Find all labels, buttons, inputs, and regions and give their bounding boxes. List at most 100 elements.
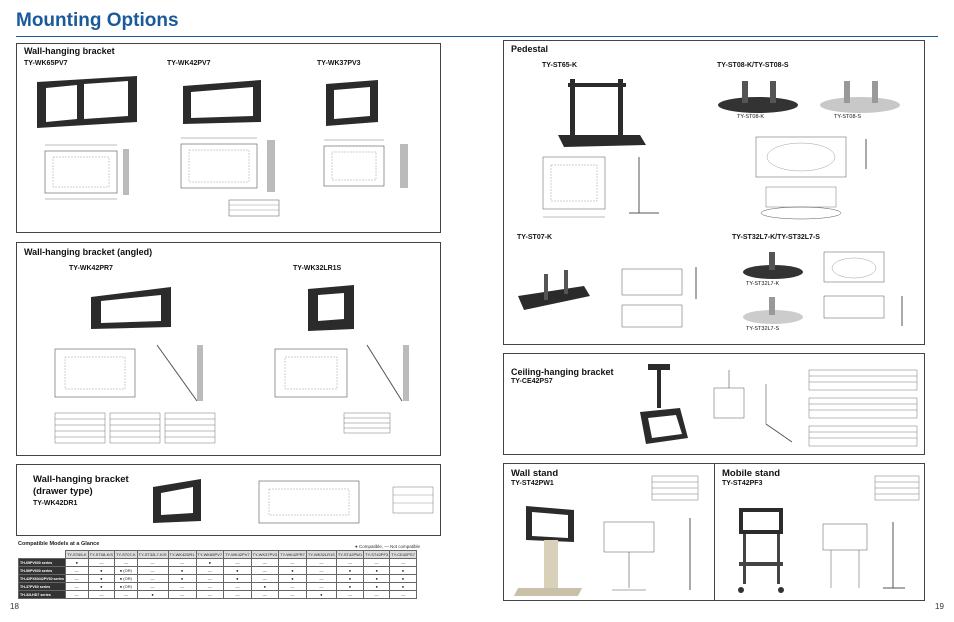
dimension-drawing — [713, 370, 793, 443]
spec-tables — [54, 412, 216, 444]
compat-cell: ● — [223, 566, 252, 575]
panel-title: Wall-hanging bracket (angled) — [24, 247, 153, 257]
compat-cell: — — [136, 582, 169, 591]
model-label: TY-WK37PV3 — [317, 60, 361, 67]
compat-grid: TY-ST65-K TY-ST08-K/S TY-ST07-K TY-ST32L… — [18, 550, 417, 599]
compat-cell: — — [136, 566, 169, 575]
bracket-photo-small — [326, 80, 378, 126]
compat-column-header: TY-WK37PV3 — [250, 550, 280, 559]
compat-cell: — — [278, 558, 307, 567]
compat-cell: ● — [335, 582, 365, 591]
compat-cell: — — [223, 582, 252, 591]
compat-row: TH-37PV60 series — ● ● (OR) — — — — ● — … — [18, 582, 417, 591]
compat-cell: — — [87, 558, 116, 567]
compat-legend: ● Compatible, — Not compatible — [355, 544, 420, 549]
compat-cell: — — [167, 582, 197, 591]
compat-cell: — — [335, 590, 365, 599]
panel-ceiling-hanging-bracket: Ceiling-hanging bracket TY-CE42PS7 — [503, 353, 925, 455]
model-label: TY-WK42PV7 — [167, 60, 211, 67]
page-number-right: 19 — [935, 602, 944, 611]
compat-cell: — — [195, 590, 225, 599]
compat-cell: — — [64, 582, 89, 591]
compat-column-header: TY-CE42PS7 — [389, 550, 417, 559]
panel-title: Wall-hanging bracket — [24, 46, 115, 56]
model-label: TY-ST32L7-K/TY-ST32L7-S — [732, 234, 820, 241]
bracket-photo-drawer — [153, 479, 201, 523]
panel-title: Wall stand — [511, 468, 559, 479]
compat-cell: — — [87, 590, 116, 599]
model-label: TY-WK42DR1 — [33, 500, 78, 507]
compat-row: TH-42PX60/42PV60 series — ● ● (OR) — ● —… — [18, 574, 417, 583]
compat-row-label: TH-42PX60/42PV60 series — [18, 574, 66, 583]
compat-cell: — — [278, 590, 307, 599]
compat-cell: — — [64, 574, 89, 583]
dimension-drawing — [755, 136, 867, 220]
dimension-drawing — [323, 139, 408, 188]
compat-cell: — — [363, 590, 391, 599]
compat-cell: — — [114, 590, 138, 599]
dimension-drawing — [180, 137, 280, 217]
compat-cell: ● — [167, 566, 197, 575]
photo-caption: TY-ST32L7-K — [746, 281, 780, 287]
compat-cell: ● — [87, 582, 116, 591]
panel-wall-hanging-bracket-drawer: Wall-hanging bracket (drawer type) TY-WK… — [16, 464, 441, 536]
compat-column-header: TY-WK32LR1S — [305, 550, 337, 559]
compat-cell: ● — [87, 574, 116, 583]
compat-cell: ● (OR) — [114, 566, 138, 575]
compat-cell: — — [195, 582, 225, 591]
model-label: TY-WK65PV7 — [24, 60, 68, 67]
compat-cell: — — [363, 558, 391, 567]
compat-column-header: TY-WK42PR7 — [278, 550, 307, 559]
model-label: TY-WK42PR7 — [69, 265, 113, 272]
mobile-stand-photo — [738, 508, 784, 593]
panel-title: Wall-hanging bracket — [33, 474, 129, 485]
model-label: TY-ST42PF3 — [722, 480, 763, 487]
compat-cell: ● — [335, 574, 365, 583]
panel-wall-hanging-bracket-angled: Wall-hanging bracket (angled) TY-WK42PR7… — [16, 242, 441, 456]
dimension-drawing — [258, 480, 434, 524]
compat-cell: — — [305, 566, 337, 575]
compat-cell: — — [64, 590, 89, 599]
bracket-photo-large — [37, 76, 137, 128]
compat-cell: — — [195, 566, 225, 575]
compat-cell: ● — [136, 590, 169, 599]
compat-cell: ● (OR) — [114, 582, 138, 591]
dimension-drawing — [44, 144, 129, 200]
bracket-photo-angled — [91, 287, 171, 329]
compat-cell: ● — [167, 574, 197, 583]
compat-column-header: TY-WK42PV7 — [223, 550, 252, 559]
compat-column-header: TY-WK42DR1 — [167, 550, 197, 559]
compat-cell: ● — [389, 582, 417, 591]
pedestal-photo-black-small — [743, 252, 803, 279]
panel-title: Mobile stand — [722, 468, 781, 479]
wall-stand-photo — [514, 506, 582, 596]
ceiling-bracket-photo — [640, 364, 688, 444]
title-rule — [16, 36, 938, 37]
compat-row: TH-32LHD7 series — — — ● — — — — — ● — —… — [18, 590, 417, 599]
photo-caption: TY-ST08-K — [737, 114, 765, 120]
compat-cell: ● (OR) — [114, 574, 138, 583]
compat-cell: ● — [64, 558, 89, 567]
compat-row: TH-65PV600 series ● — — — — ● — — — — — … — [18, 558, 417, 567]
compat-cell: ● — [389, 566, 417, 575]
panel-wall-hanging-bracket: Wall-hanging bracket TY-WK65PV7 TY-WK42P… — [16, 43, 441, 233]
compat-cell: — — [335, 558, 365, 567]
compat-cell: — — [389, 590, 417, 599]
compat-cell: — — [389, 558, 417, 567]
dimension-drawing — [603, 518, 691, 591]
compat-cell: — — [305, 574, 337, 583]
pedestal-photo-st07 — [518, 270, 590, 310]
compat-column-header: TY-ST08-K/S — [87, 550, 116, 559]
compat-cell: — — [64, 566, 89, 575]
compat-cell: — — [250, 574, 280, 583]
model-label: TY-ST42PW1 — [511, 480, 554, 487]
compat-column-header: TY-ST07-K — [114, 550, 138, 559]
spec-table — [874, 475, 920, 501]
model-label: TY-WK32LR1S — [293, 265, 342, 272]
compat-cell: ● — [223, 574, 252, 583]
panel-mobile-stand: Mobile stand TY-ST42PF3 — [714, 463, 925, 601]
pedestal-photo-black — [718, 81, 798, 113]
compat-cell: — — [250, 590, 280, 599]
compat-cell: ● — [389, 574, 417, 583]
compat-row-label: TH-50PV600 series — [18, 566, 66, 575]
